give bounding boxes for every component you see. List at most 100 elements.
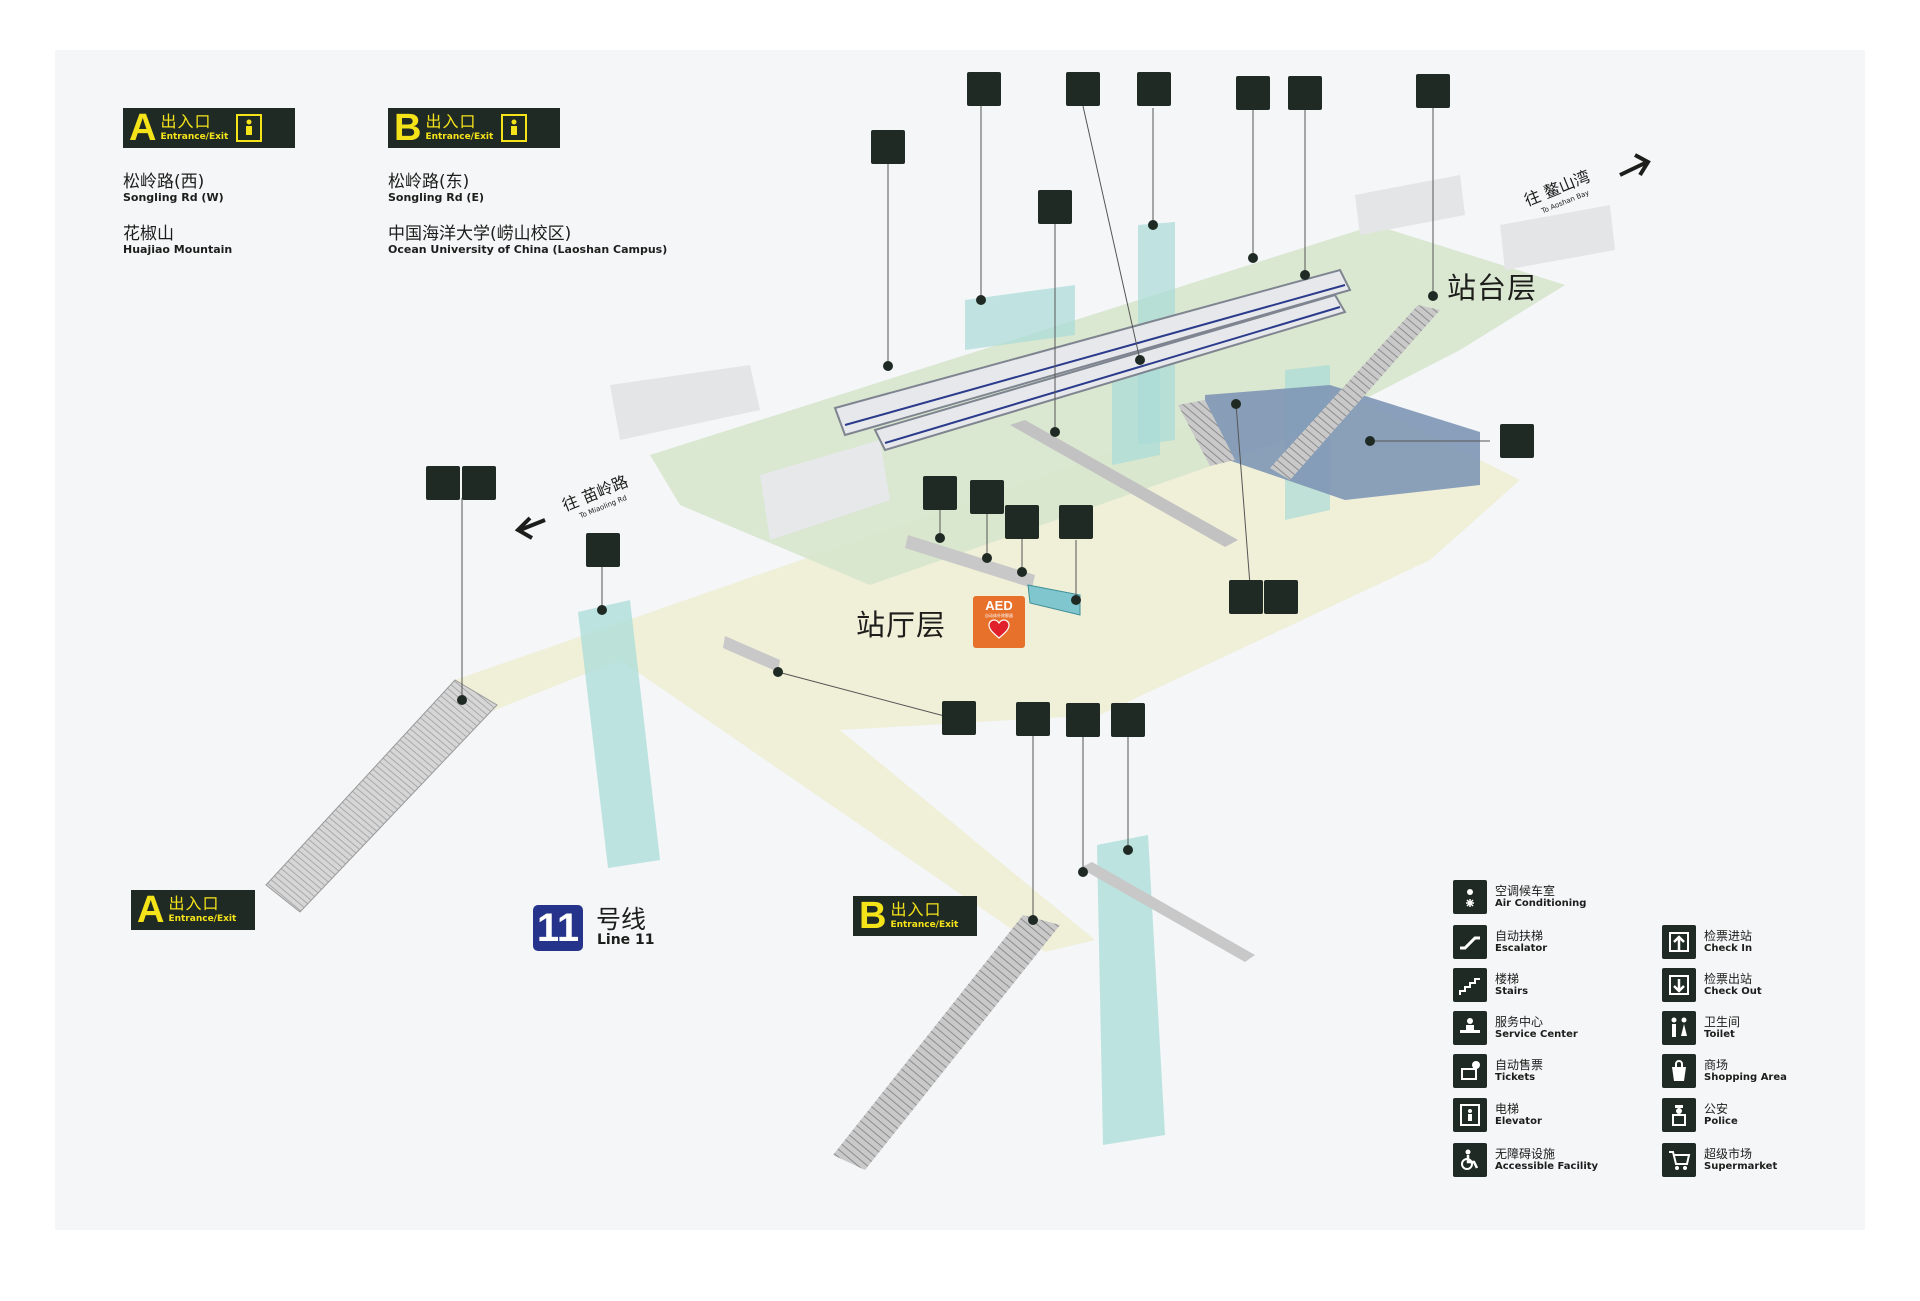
arrow-west-icon bbox=[514, 516, 546, 540]
legend-cn: 公安 bbox=[1704, 1102, 1729, 1116]
entrance-b-dest-2-en: Ocean University of China (Laoshan Campu… bbox=[388, 243, 668, 256]
legend-cn: 楼梯 bbox=[1495, 972, 1520, 986]
line-label-cn: 号线 bbox=[596, 905, 647, 934]
entrance-a-dest-2-cn: 花椒山 bbox=[123, 224, 174, 244]
legend-en: Accessible Facility bbox=[1495, 1161, 1599, 1172]
legend-en: Police bbox=[1704, 1116, 1738, 1127]
stairs-icon bbox=[1453, 968, 1487, 1002]
leader-lines bbox=[461, 105, 1490, 920]
police-icon bbox=[1662, 1098, 1696, 1132]
platform-stairs-mid bbox=[1178, 400, 1235, 466]
legend-cn: 服务中心 bbox=[1495, 1015, 1544, 1029]
entrance-a-dest-1-cn: 松岭路(西) bbox=[123, 172, 205, 192]
platform-stairs-right bbox=[1270, 305, 1440, 480]
legend-cn: 电梯 bbox=[1495, 1102, 1520, 1116]
toilet-icon bbox=[1662, 1011, 1696, 1045]
building-far bbox=[1500, 205, 1615, 270]
legend-cn: 自动扶梯 bbox=[1495, 929, 1544, 943]
legend-cn: 空调候车室 bbox=[1495, 884, 1556, 898]
ticket-gates bbox=[905, 535, 1035, 588]
legend-en: Shopping Area bbox=[1704, 1072, 1787, 1083]
entrance-a-en: Entrance/Exit bbox=[160, 132, 229, 142]
aed-sign: AED 自动体外除颤器 bbox=[973, 596, 1025, 648]
entrance-a-letter: A bbox=[129, 107, 157, 149]
entrance-b-cn: 出入口 bbox=[425, 112, 477, 131]
elevator-shaft-concourse-west bbox=[578, 600, 660, 868]
exit-a-letter: A bbox=[137, 889, 165, 931]
train-upper-stripe bbox=[844, 284, 1346, 426]
arrow-east-icon bbox=[1619, 153, 1651, 177]
line-label-en: Line 11 bbox=[597, 932, 655, 948]
exit-a-en: Entrance/Exit bbox=[168, 914, 237, 924]
legend-cn: 检票出站 bbox=[1704, 972, 1753, 986]
service-center-desk bbox=[1027, 584, 1081, 616]
legend-cn: 卫生间 bbox=[1704, 1015, 1741, 1029]
shopping-icon bbox=[1662, 1054, 1696, 1088]
concourse-level-label: 站厅层 bbox=[856, 608, 947, 642]
elevator-icon bbox=[501, 114, 528, 142]
legend-en: Supermarket bbox=[1704, 1161, 1778, 1172]
legend-cn: 检票进站 bbox=[1704, 929, 1753, 943]
elevator-icon bbox=[236, 114, 263, 142]
train-lower-stripe bbox=[884, 306, 1341, 444]
train-upper bbox=[833, 268, 1352, 437]
callout-icons bbox=[426, 72, 1534, 737]
legend-en: Air Conditioning bbox=[1495, 898, 1587, 909]
elevator-shaft-concourse-east bbox=[1097, 835, 1165, 1145]
supermarket-icon bbox=[1662, 1143, 1696, 1177]
legend-cn: 自动售票 bbox=[1495, 1058, 1544, 1072]
exit-b-cn: 出入口 bbox=[890, 900, 942, 919]
entrance-b-dest-1-en: Songling Rd (E) bbox=[388, 191, 485, 204]
legend-en: Check In bbox=[1704, 943, 1753, 954]
leader-dots bbox=[457, 220, 1438, 925]
ticket-machines bbox=[723, 636, 780, 672]
tickets-icon bbox=[1453, 1054, 1487, 1088]
legend-en: Service Center bbox=[1495, 1029, 1578, 1040]
escalator-icon bbox=[1453, 925, 1487, 959]
exit-b-badge: B 出入口 Entrance/Exit bbox=[853, 896, 977, 936]
building-right bbox=[1355, 175, 1465, 235]
elevator-shaft-platform-1 bbox=[965, 285, 1075, 350]
entrance-b-en: Entrance/Exit bbox=[425, 132, 494, 142]
exit-a-badge: A 出入口 Entrance/Exit bbox=[131, 890, 255, 930]
building-left bbox=[610, 365, 760, 440]
concourse-floor bbox=[455, 380, 1520, 952]
aed-subtitle: 自动体外除颤器 bbox=[985, 613, 1013, 618]
check-in-icon bbox=[1662, 925, 1696, 959]
exit-b-escalator bbox=[1080, 862, 1255, 962]
platform-escalator-down bbox=[1010, 420, 1238, 547]
legend-en: Elevator bbox=[1495, 1116, 1542, 1127]
heart-icon bbox=[988, 619, 1010, 639]
entrance-a-cn: 出入口 bbox=[160, 112, 212, 131]
legend-cn: 超级市场 bbox=[1704, 1147, 1753, 1161]
entrance-b-dest-2-cn: 中国海洋大学(崂山校区) bbox=[388, 224, 572, 244]
service-center-icon bbox=[1453, 1011, 1487, 1045]
legend-cn: 无障碍设施 bbox=[1495, 1147, 1556, 1161]
legend-en: Stairs bbox=[1495, 986, 1529, 997]
exit-a-escalator bbox=[265, 679, 498, 913]
entrance-b-dest-1-cn: 松岭路(东) bbox=[388, 172, 470, 192]
entrance-a-dest-2-en: Huajiao Mountain bbox=[123, 243, 233, 256]
equipment-room bbox=[1205, 385, 1480, 500]
aed-title: AED bbox=[985, 598, 1013, 613]
legend-cn: 商场 bbox=[1704, 1058, 1729, 1072]
entrance-a-dest-1-en: Songling Rd (W) bbox=[123, 191, 224, 204]
platform-level-label: 站台层 bbox=[1447, 271, 1538, 305]
exit-a-cn: 出入口 bbox=[168, 894, 220, 913]
line-number-badge: 11 bbox=[533, 905, 583, 951]
entrance-b-badge: B 出入口 Entrance/Exit bbox=[388, 108, 560, 148]
entrance-b-letter: B bbox=[394, 107, 422, 149]
exit-b-stairs bbox=[833, 915, 1060, 1170]
